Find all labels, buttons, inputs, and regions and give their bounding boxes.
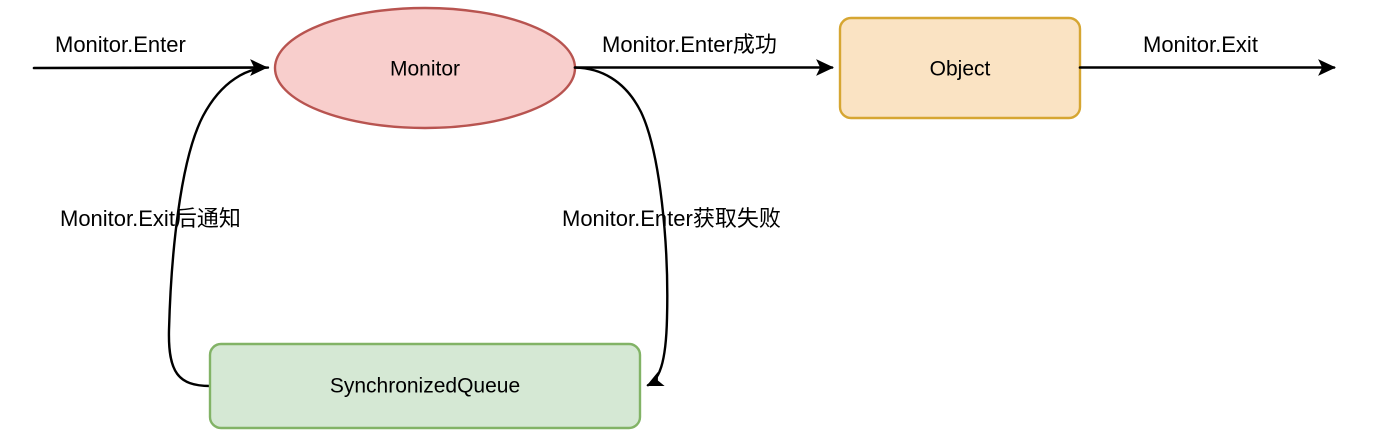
edge-monitor-enter: Monitor.Enter — [32, 32, 268, 76]
edge-monitor-exit: Monitor.Exit — [1078, 32, 1336, 76]
edge-monitor-enter-failed-curve — [573, 66, 669, 387]
node-synchronized-queue[interactable]: SynchronizedQueue — [208, 342, 642, 430]
edge-label-monitor-enter: Monitor.Enter — [55, 32, 186, 57]
edge-monitor-enter-line — [32, 59, 268, 76]
edge-monitor-enter-failed: Monitor.Enter获取失败 — [562, 66, 781, 387]
edge-label-monitor-exit: Monitor.Exit — [1143, 32, 1258, 57]
node-monitor[interactable]: Monitor — [273, 6, 577, 130]
node-object[interactable]: Object — [838, 16, 1082, 120]
edge-label-monitor-enter-failed: Monitor.Enter获取失败 — [562, 206, 781, 231]
node-object-label: Object — [930, 58, 991, 81]
edge-monitor-enter-success: Monitor.Enter成功 — [573, 32, 834, 76]
node-synchronized-queue-shape[interactable] — [208, 342, 642, 430]
edge-label-monitor-exit-notify: Monitor.Exit后通知 — [60, 206, 241, 231]
edge-monitor-exit-notify-curve — [167, 66, 270, 388]
edge-label-monitor-enter-success: Monitor.Enter成功 — [602, 32, 777, 57]
node-synchronized-queue-label: SynchronizedQueue — [330, 375, 520, 398]
edge-monitor-exit-notify: Monitor.Exit后通知 — [60, 66, 270, 388]
node-monitor-label: Monitor — [390, 58, 460, 81]
